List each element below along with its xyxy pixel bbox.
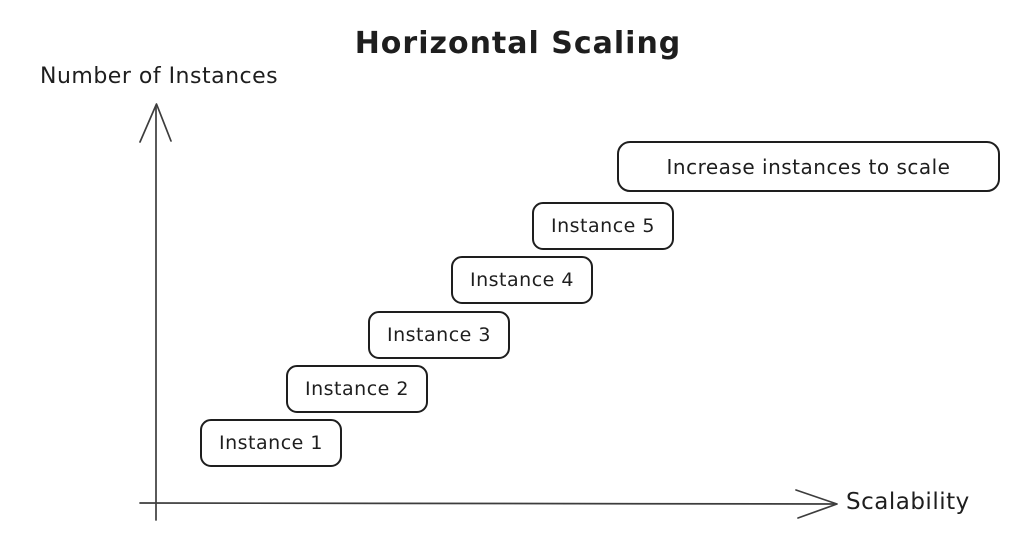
instance-1-box: Instance 1 xyxy=(200,419,342,467)
instance-5-box: Instance 5 xyxy=(532,202,674,250)
diagram-title: Horizontal Scaling xyxy=(354,26,682,61)
instance-2-box: Instance 2 xyxy=(286,365,428,413)
x-axis-arrowhead-icon xyxy=(795,489,838,519)
increase-instances-annotation-box: Increase instances to scale xyxy=(617,141,1000,192)
x-axis-label: Scalability xyxy=(846,489,970,515)
y-axis-label: Number of Instances xyxy=(40,64,279,89)
y-axis-arrowhead-icon xyxy=(139,103,172,143)
instance-4-box: Instance 4 xyxy=(451,256,593,304)
instance-3-box: Instance 3 xyxy=(368,311,510,359)
x-axis-line xyxy=(139,502,835,505)
